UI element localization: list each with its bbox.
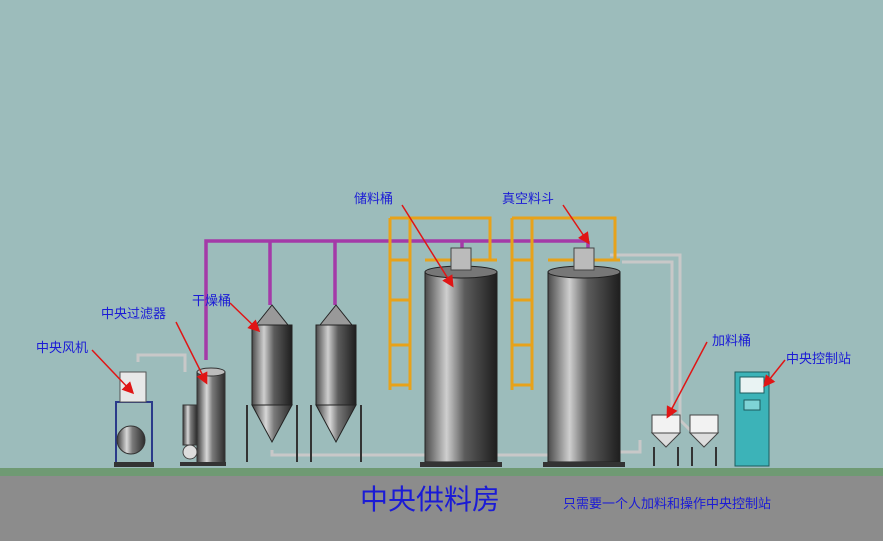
- grass-strip: [0, 468, 883, 476]
- label-dryer: 干燥桶: [192, 294, 232, 309]
- label-central-fan: 中央风机: [36, 341, 89, 356]
- feeding-bin-1: [650, 414, 682, 466]
- storage-bin-1: [388, 216, 502, 467]
- label-central-filter: 中央过滤器: [101, 307, 167, 322]
- label-central-control: 中央控制站: [786, 352, 852, 367]
- feeding-bin-2: [688, 414, 720, 466]
- label-arrows: [91, 204, 786, 419]
- caption-subtitle: 只需要一个人加料和操作中央控制站: [563, 497, 772, 512]
- label-vacuum-hopper: 真空料斗: [502, 192, 555, 207]
- ground: [0, 476, 883, 541]
- caption-title: 中央供料房: [360, 483, 501, 516]
- dryer-1: [246, 304, 298, 462]
- central-fan-unit: [114, 371, 154, 467]
- label-feeding-bin: 加料桶: [712, 334, 752, 349]
- central-control-station: [734, 371, 770, 467]
- storage-bin-2: [510, 216, 625, 467]
- label-storage-bin: 储料桶: [354, 192, 394, 207]
- dryer-2: [310, 304, 362, 462]
- magenta-vacuum-pipes: [204, 239, 590, 360]
- central-filter-unit: [180, 367, 226, 466]
